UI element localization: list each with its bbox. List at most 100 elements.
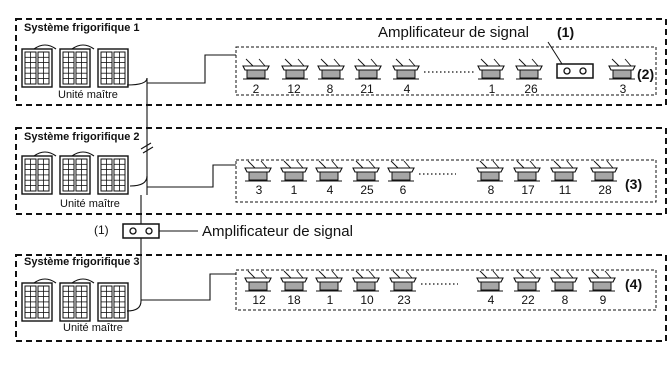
system-3-indoor-group-border	[235, 269, 657, 311]
outdoor-link	[33, 151, 95, 157]
system-2-indoor-group-border	[235, 159, 657, 203]
cassette-indoor-unit-icon	[476, 160, 504, 182]
indoor-unit: 1	[280, 160, 308, 197]
indoor-unit-number: 8	[562, 293, 569, 307]
indoor-unit: 25	[352, 160, 380, 197]
indoor-unit: 4	[476, 270, 504, 307]
outdoor-unit-icon	[97, 155, 129, 195]
cassette-indoor-unit-icon	[315, 160, 343, 182]
indoor-unit-number: 2	[253, 82, 260, 96]
indoor-unit: 17	[513, 160, 541, 197]
system-1-group-tag: (2)	[637, 66, 654, 82]
outdoor-unit-icon	[59, 282, 91, 322]
system-2-border	[15, 127, 667, 215]
indoor-unit: 6	[387, 160, 415, 197]
outdoor-unit-icon	[21, 282, 53, 322]
indoor-unit: 26	[515, 58, 543, 96]
indoor-unit-number: 10	[360, 293, 374, 307]
cassette-indoor-unit-icon	[515, 58, 543, 80]
outdoor-link	[33, 278, 95, 284]
indoor-unit: 23	[389, 270, 417, 307]
cassette-indoor-unit-icon	[550, 270, 578, 292]
cassette-indoor-unit-icon	[280, 160, 308, 182]
indoor-unit-number: 21	[360, 82, 374, 96]
system-3-master-label: Unité maître	[63, 322, 123, 334]
cassette-indoor-unit-icon	[389, 270, 417, 292]
system-2-master-label: Unité maître	[60, 198, 120, 210]
cassette-indoor-unit-icon	[242, 58, 270, 80]
indoor-unit: 12	[244, 270, 272, 307]
indoor-unit: 28	[590, 160, 618, 197]
amplifier-terminal-icon	[563, 67, 571, 75]
cassette-indoor-unit-icon	[280, 270, 308, 292]
amplifier-mid-tag: (1)	[94, 223, 109, 237]
indoor-unit: 21	[354, 58, 382, 96]
outdoor-unit-icon	[97, 48, 129, 88]
system-2-title: Système frigorifique 2	[24, 131, 140, 143]
cassette-indoor-unit-icon	[590, 160, 618, 182]
indoor-unit-number: 22	[521, 293, 535, 307]
amplifier-terminal-icon	[129, 227, 137, 235]
cassette-indoor-unit-icon	[317, 58, 345, 80]
system-1: Système frigorifique 1 Unité maître 2 12…	[15, 18, 667, 106]
amplifier-top-leader	[547, 41, 563, 65]
system-2-group-tag: (3)	[625, 176, 642, 192]
cassette-indoor-unit-icon	[387, 160, 415, 182]
cassette-indoor-unit-icon	[392, 58, 420, 80]
indoor-unit-number: 3	[256, 183, 263, 197]
indoor-unit-number: 8	[488, 183, 495, 197]
indoor-unit: 2	[242, 58, 270, 96]
indoor-unit: 1	[477, 58, 505, 96]
indoor-unit: 9	[588, 270, 616, 307]
cassette-indoor-unit-icon	[550, 160, 578, 182]
indoor-unit-number: 4	[404, 82, 411, 96]
cassette-indoor-unit-icon	[477, 58, 505, 80]
amplifier-middle: (1) Amplificateur de signal	[94, 223, 353, 240]
indoor-unit: 4	[392, 58, 420, 96]
system-1-outdoor-units	[21, 48, 129, 88]
outdoor-unit-icon	[97, 282, 129, 322]
indoor-unit: 1	[315, 270, 343, 307]
system-1-indoor-units: 2 12 8 21 4 1 26 3	[242, 58, 636, 96]
cassette-indoor-unit-icon	[352, 270, 380, 292]
indoor-unit-number: 12	[252, 293, 266, 307]
amplifier-top-tag: (1)	[557, 24, 574, 40]
indoor-unit-number: 11	[559, 183, 572, 197]
wire	[147, 164, 236, 188]
system-2-indoor-units: 3 1 4 25 6 8 17 11 28	[244, 160, 618, 197]
wire	[129, 175, 148, 195]
cassette-indoor-unit-icon	[352, 160, 380, 182]
indoor-unit-number: 17	[521, 183, 535, 197]
indoor-unit-number: 18	[287, 293, 301, 307]
cassette-indoor-unit-icon	[315, 270, 343, 292]
indoor-unit-number: 28	[598, 183, 612, 197]
cassette-indoor-unit-icon	[354, 58, 382, 80]
outdoor-unit-icon	[59, 155, 91, 195]
signal-amplifier-icon	[122, 223, 160, 239]
indoor-unit-number: 12	[287, 82, 301, 96]
indoor-unit: 3	[608, 58, 636, 96]
outdoor-unit-icon	[59, 48, 91, 88]
wire	[126, 77, 148, 88]
signal-amplifier-icon	[556, 63, 594, 79]
cassette-indoor-unit-icon	[476, 270, 504, 292]
outdoor-unit-icon	[21, 48, 53, 88]
indoor-unit-number: 3	[620, 82, 627, 96]
system-2-outdoor-units	[21, 155, 129, 195]
system-1-indoor-group-border	[235, 46, 657, 96]
cassette-indoor-unit-icon	[608, 58, 636, 80]
indoor-unit-number: 1	[327, 293, 334, 307]
system-3-title: Système frigorifique 3	[24, 256, 140, 268]
system-1-border	[15, 18, 667, 106]
indoor-unit: 8	[476, 160, 504, 197]
system-2: Système frigorifique 2 Unité maître 3 1 …	[15, 127, 667, 215]
indoor-unit: 8	[550, 270, 578, 307]
wire-break-mark	[140, 142, 154, 154]
system-3-group-tag: (4)	[625, 276, 642, 292]
indoor-unit-number: 4	[327, 183, 334, 197]
wire	[126, 300, 142, 312]
transmission-wiring	[33, 44, 236, 312]
system-3-indoor-units: 12 18 1 10 23 4 22 8 9	[244, 270, 616, 307]
